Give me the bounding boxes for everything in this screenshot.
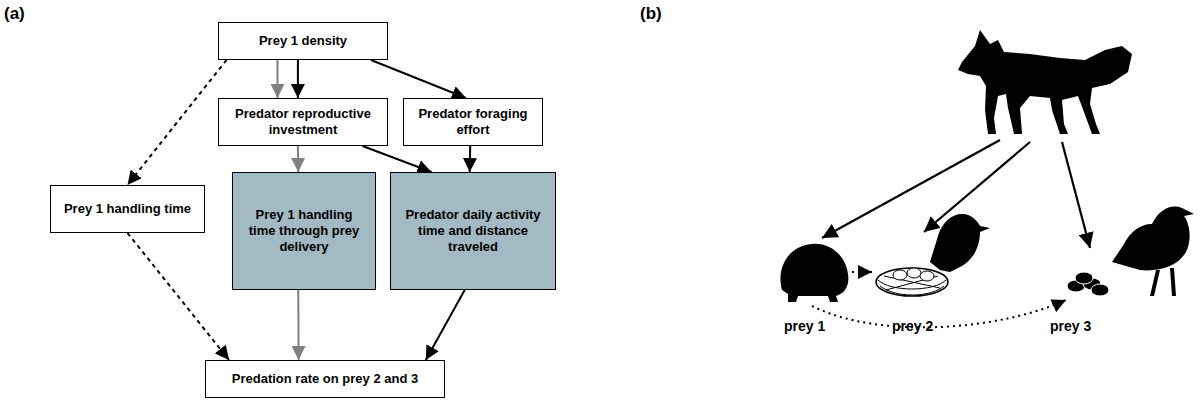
- mechanism-box: Predator daily activity time and distanc…: [390, 172, 556, 290]
- variable-box: Predator reproductive investment: [218, 98, 388, 146]
- variable-box: Predator foraging effort: [403, 98, 543, 146]
- shorebird-silhouette: [1112, 207, 1194, 296]
- causal-arrow: [297, 60, 299, 98]
- egg: [1075, 272, 1093, 284]
- variable-box: Prey 1 handling time: [50, 185, 205, 233]
- egg: [1091, 284, 1109, 296]
- lemming-silhouette: [780, 244, 848, 302]
- box-text: Prey 1 density: [259, 33, 347, 49]
- egg: [893, 270, 907, 280]
- box-text: Prey 1 handling time: [64, 201, 191, 217]
- variable-box: Prey 1 density: [218, 22, 388, 60]
- mechanism-box: Prey 1 handling time through prey delive…: [232, 172, 376, 290]
- predation-arrow: [1062, 142, 1090, 248]
- dashed-arrow: [128, 233, 230, 360]
- prey-label: prey 3: [1050, 318, 1091, 334]
- causal-arrow: [426, 290, 465, 360]
- causal-arrow: [297, 146, 299, 172]
- causal-arrow: [469, 146, 472, 172]
- box-text: Predation rate on prey 2 and 3: [232, 371, 418, 387]
- indirect-link: [812, 300, 1066, 327]
- predation-arrow: [924, 142, 1030, 232]
- egg: [920, 271, 934, 281]
- box-text: Predator reproductive investment: [227, 106, 379, 139]
- panel-label: (b): [640, 4, 662, 24]
- egg: [907, 268, 921, 278]
- box-text: Prey 1 handling time through prey delive…: [241, 207, 367, 256]
- songbird-silhouette: [930, 214, 990, 272]
- causal-arrow: [297, 290, 299, 360]
- nest-twigs: [878, 276, 946, 295]
- causal-arrow: [277, 60, 279, 98]
- prey-label: prey 2: [892, 318, 933, 334]
- prey-label: prey 1: [784, 318, 825, 334]
- causal-arrow: [363, 146, 432, 172]
- causal-arrow: [371, 60, 466, 98]
- nest: [876, 268, 948, 296]
- indirect-link: [852, 271, 872, 273]
- outcome-box: Predation rate on prey 2 and 3: [205, 360, 445, 398]
- fox-silhouette: [958, 30, 1132, 134]
- dashed-arrow: [128, 60, 227, 185]
- box-text: Predator foraging effort: [412, 106, 534, 139]
- panel-label: (a): [4, 4, 25, 24]
- box-text: Predator daily activity time and distanc…: [399, 207, 547, 256]
